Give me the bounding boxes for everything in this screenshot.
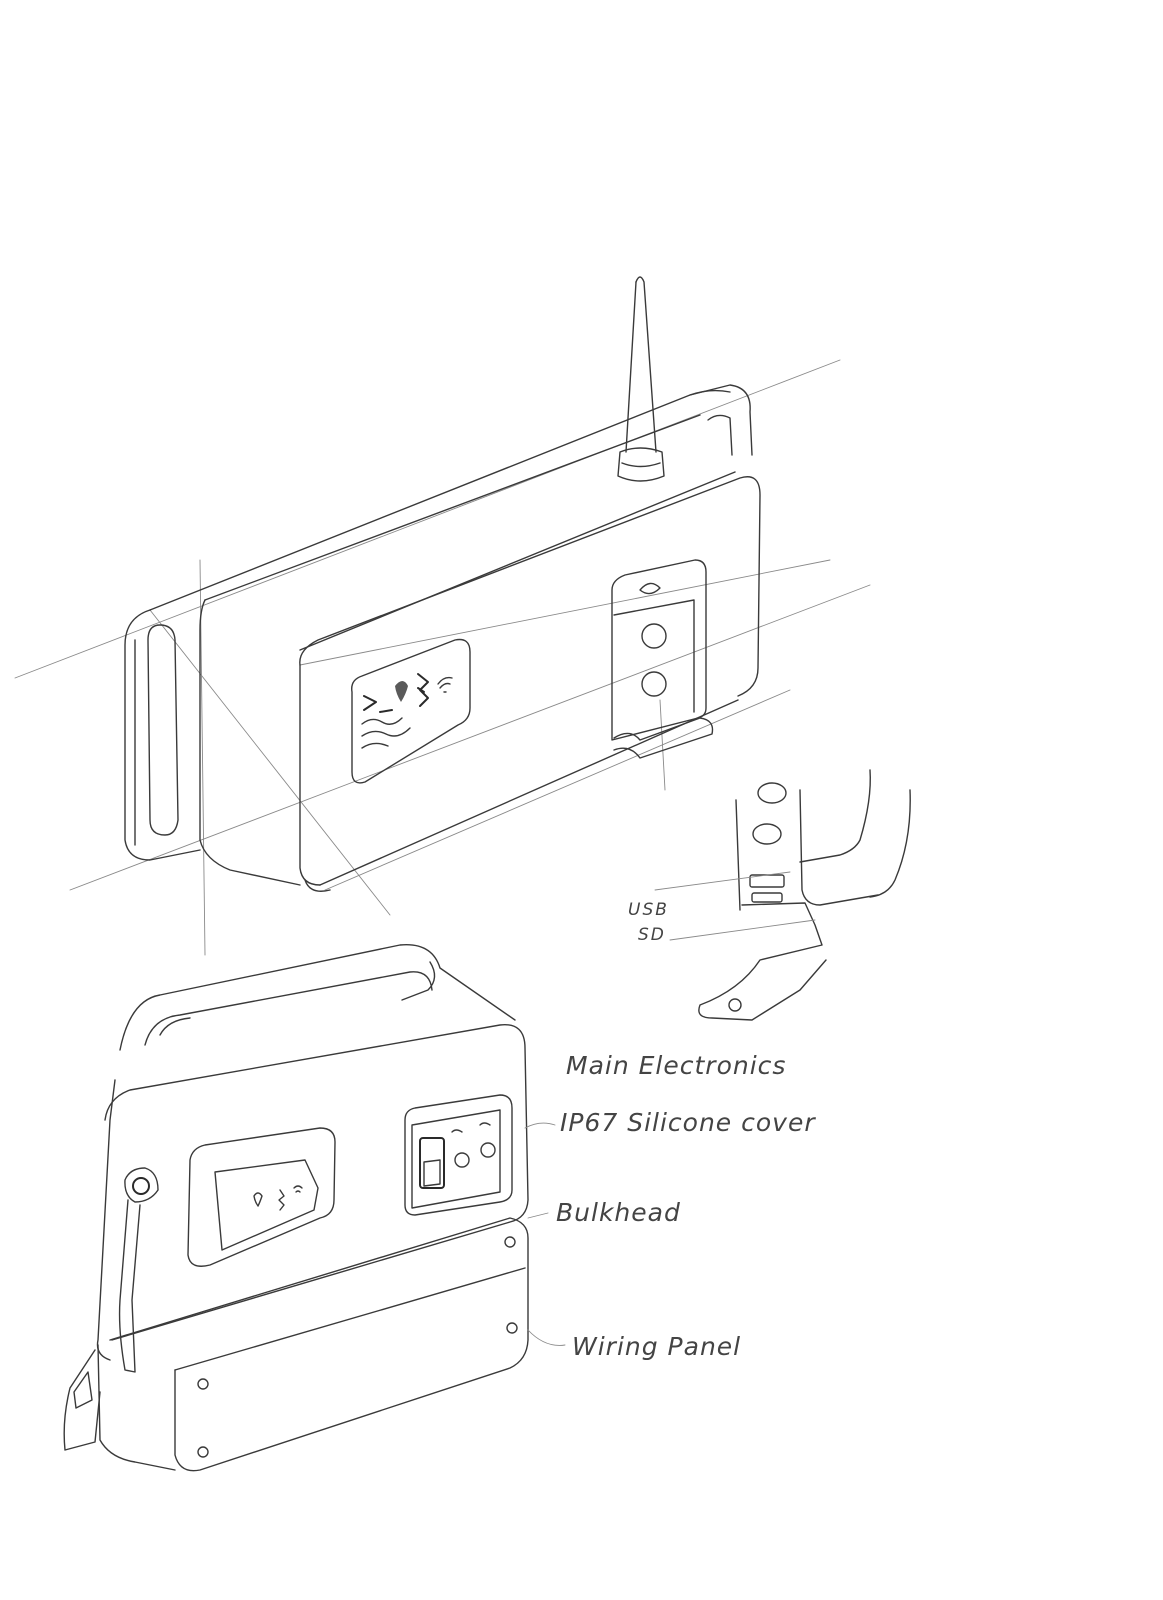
silicone-cover-label: IP67 Silicone cover: [560, 1108, 816, 1137]
location-pin-icon: [395, 681, 408, 702]
usb-sd-detail: [654, 769, 911, 1021]
wifi-icon: [293, 1185, 303, 1193]
terminal-icon: [363, 695, 393, 713]
location-pin-icon: [253, 1192, 263, 1207]
usb-label: USB: [628, 900, 669, 920]
construction-lines: [14, 359, 871, 956]
callout-leaders: [524, 1122, 566, 1346]
main-enclosure-front-view: [63, 944, 529, 1472]
bulkhead-label: Bulkhead: [556, 1198, 681, 1227]
wiring-panel-label: Wiring Panel: [572, 1332, 742, 1361]
water-wave-icon: [361, 717, 411, 749]
main-enclosure-top-view: [124, 276, 761, 892]
bluetooth-icon: [417, 673, 429, 707]
wifi-icon: [437, 676, 453, 693]
main-electronics-label: Main Electronics: [566, 1051, 787, 1080]
sd-label: SD: [638, 925, 666, 945]
bluetooth-icon: [278, 1189, 285, 1211]
